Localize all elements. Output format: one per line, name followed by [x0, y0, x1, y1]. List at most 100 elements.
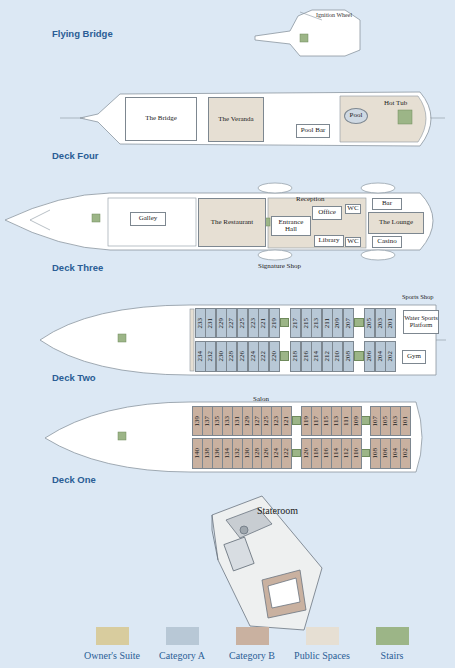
- room-name: Casino: [377, 238, 396, 245]
- deck-name: Deck One: [52, 474, 96, 485]
- cabin-number: 221: [260, 318, 267, 329]
- cabin-number: 233: [197, 318, 204, 329]
- cabin-box: 101: [400, 406, 411, 436]
- cabin-number: 121: [283, 416, 290, 427]
- room-name: Office: [318, 209, 336, 216]
- stairs-symbol: [280, 318, 290, 328]
- cabin-number: 132: [234, 448, 241, 459]
- room-name: The Veranda: [218, 116, 253, 123]
- cabin-number: 103: [392, 416, 399, 427]
- cabin-box: 201: [385, 308, 396, 338]
- cabin-number: 112: [343, 448, 350, 458]
- legend-swatch: [306, 627, 339, 645]
- cabin-number: 135: [214, 416, 221, 427]
- cabin-number: 222: [260, 351, 267, 362]
- cabin-box: 121: [281, 406, 292, 436]
- room-box: The Veranda: [208, 97, 264, 142]
- cabin-number: 218: [292, 351, 299, 362]
- cabin-number: 224: [250, 351, 257, 362]
- cabin-number: 213: [313, 318, 320, 329]
- cabin-box: 234: [195, 341, 206, 372]
- room-name: Bar: [382, 200, 392, 207]
- cabin-number: 223: [250, 318, 257, 329]
- cabin-number: 102: [402, 448, 409, 459]
- cabin-box: 217: [290, 308, 301, 338]
- room-box: Pool: [344, 108, 368, 124]
- cabin-box: 215: [301, 308, 312, 338]
- cabin-box: 227: [226, 308, 237, 338]
- area-label: Salon: [253, 395, 269, 403]
- legend-text: Owner's Suite: [84, 650, 140, 661]
- room-box: The Bridge: [125, 97, 197, 141]
- stairs-symbol: [354, 351, 364, 361]
- cabin-box: 213: [311, 308, 322, 338]
- cabin-box: 203: [375, 308, 386, 338]
- cabin-box: 122: [281, 438, 292, 469]
- cabin-number: 230: [218, 351, 225, 362]
- room-box: Library: [314, 235, 344, 247]
- room-name: Water Sports Platform: [404, 315, 438, 329]
- room-name: Entrance Hall: [272, 219, 310, 234]
- cabin-box: 228: [226, 341, 237, 372]
- stairs-symbol: [292, 416, 301, 425]
- cabin-number: 139: [194, 416, 201, 427]
- room-name: WC: [347, 205, 358, 212]
- room-name: The Restaurant: [211, 219, 254, 226]
- cabin-box: 110: [351, 438, 362, 469]
- room-box: Casino: [372, 236, 402, 248]
- cabin-number: 137: [204, 416, 211, 427]
- cabin-number: 136: [214, 448, 221, 459]
- cabin-number: 110: [353, 448, 360, 458]
- cabin-box: 102: [400, 438, 411, 469]
- cabin-number: 202: [387, 351, 394, 362]
- room-box: Gym: [402, 350, 426, 364]
- cabin-box: 214: [311, 341, 322, 372]
- cabin-number: 217: [292, 318, 299, 329]
- cabin-number: 128: [254, 448, 261, 459]
- cabin-box: 109: [351, 406, 362, 436]
- room-box: Entrance Hall: [271, 216, 311, 236]
- cabin-box: 204: [375, 341, 386, 372]
- cabin-number: 232: [207, 351, 214, 362]
- cabin-number: 117: [313, 416, 320, 426]
- cabin-number: 116: [323, 448, 330, 458]
- cabin-number: 216: [303, 351, 310, 362]
- room-box: The Lounge: [368, 212, 424, 234]
- cabin-number: 140: [194, 448, 201, 459]
- cabin-number: 225: [239, 318, 246, 329]
- cabin-number: 107: [372, 416, 379, 427]
- cabin-number: 118: [313, 448, 320, 458]
- stairs-symbol: [292, 449, 301, 458]
- cabin-box: 207: [343, 308, 354, 338]
- area-label: Hot Tub: [384, 99, 407, 107]
- cabin-number: 138: [204, 448, 211, 459]
- cabin-number: 126: [263, 448, 270, 459]
- cabin-number: 231: [207, 318, 214, 329]
- legend-text: Category B: [229, 650, 275, 661]
- cabin-number: 129: [244, 416, 251, 427]
- stairs-symbol: [361, 449, 370, 458]
- cabin-number: 127: [254, 416, 261, 427]
- cabin-number: 215: [303, 318, 310, 329]
- cabin-number: 131: [234, 416, 241, 427]
- cabin-number: 120: [303, 448, 310, 459]
- room-box: Office: [312, 206, 342, 220]
- cabin-number: 115: [323, 416, 330, 426]
- cabin-number: 201: [387, 318, 394, 329]
- cabin-box: 225: [237, 308, 248, 338]
- cabin-number: 220: [271, 351, 278, 362]
- cabin-number: 114: [333, 448, 340, 458]
- room-name: Pool Bar: [301, 127, 326, 134]
- cabin-box: 205: [364, 308, 375, 338]
- cabin-number: 227: [228, 318, 235, 329]
- legend-swatch: [236, 627, 269, 645]
- cabin-number: 234: [197, 351, 204, 362]
- cabin-number: 130: [244, 448, 251, 459]
- cabin-number: 205: [366, 318, 373, 329]
- room-box: Bar: [372, 198, 402, 210]
- cabin-box: 223: [248, 308, 259, 338]
- room-box: Pool Bar: [296, 124, 330, 138]
- area-label: Ignition Wheel: [316, 12, 352, 18]
- room-box: WC: [345, 204, 360, 214]
- cabin-number: 228: [228, 351, 235, 362]
